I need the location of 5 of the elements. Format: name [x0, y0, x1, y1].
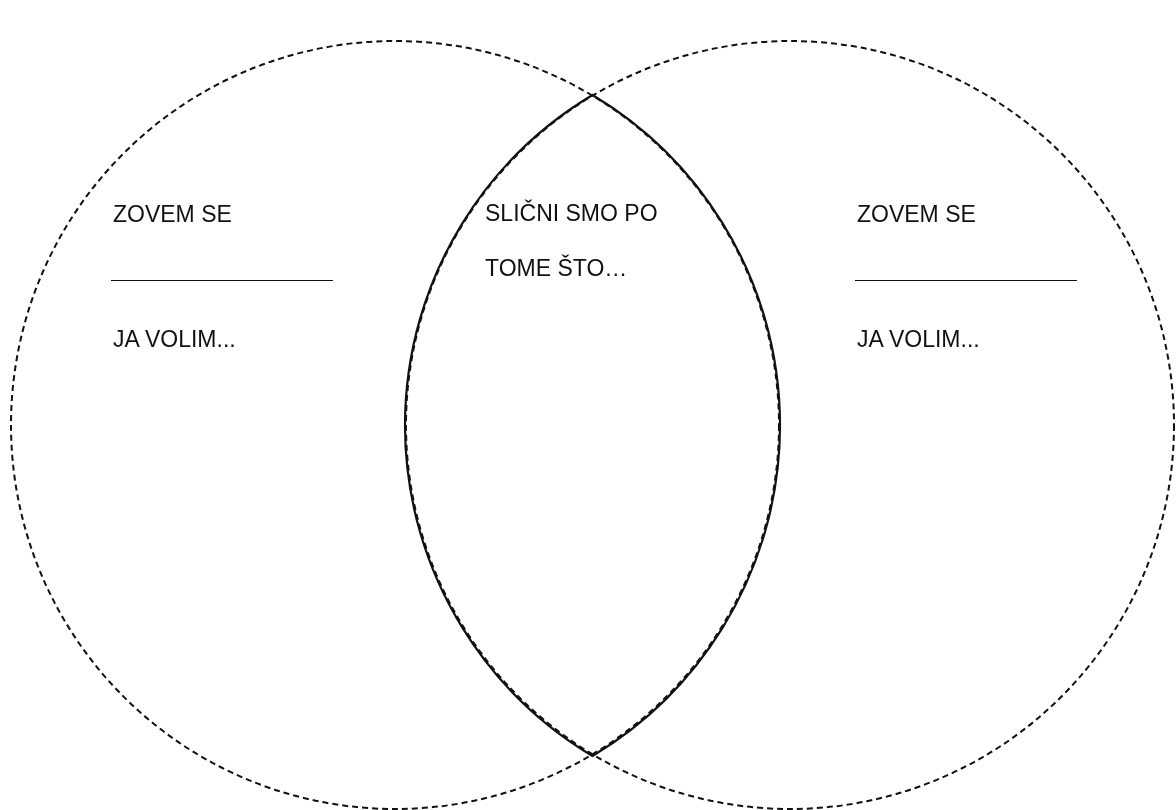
prompt-text: ZOVEM SE — [113, 200, 232, 228]
prompt-text: SLIČNI SMO PO TOME ŠTO… — [485, 198, 659, 283]
prompt-text: JA VOLIM... — [857, 325, 980, 353]
prompt-text: JA VOLIM... — [113, 325, 236, 353]
prompt-text: ZOVEM SE — [857, 200, 976, 228]
